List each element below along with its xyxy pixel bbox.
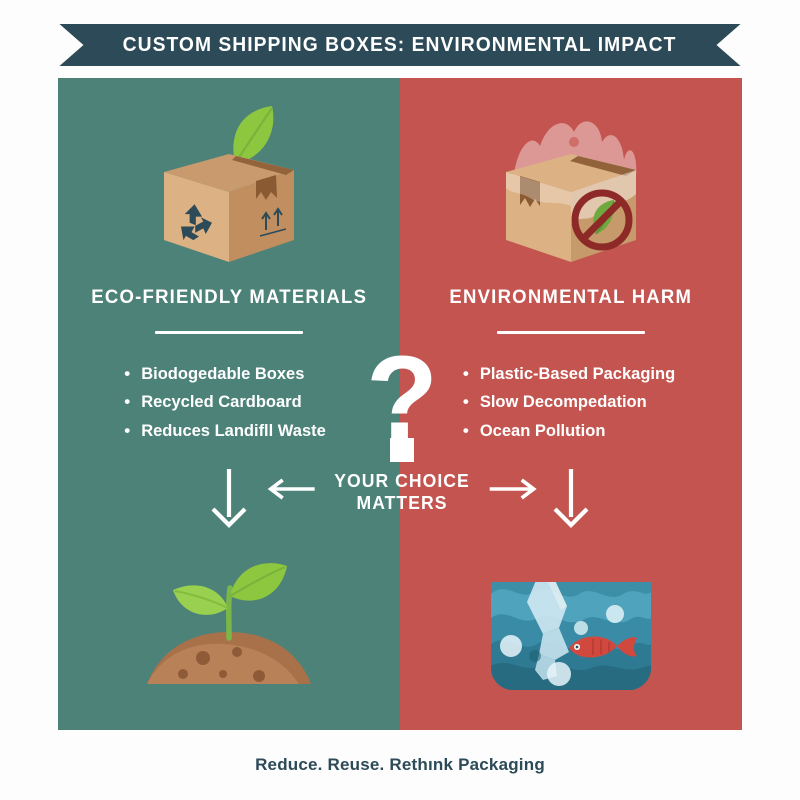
eco-friendly-column: ECO-FRIENDLY MATERIALS Biodogedable Boxe… <box>58 78 400 730</box>
cardboard-box-with-leaf-icon <box>136 100 322 276</box>
list-item: Ocean Pollution <box>463 416 675 446</box>
your-choice-matters-block: YOUR CHOICE MATTERS <box>265 470 540 514</box>
eco-heading-divider <box>155 331 303 334</box>
choice-caption: YOUR CHOICE MATTERS <box>334 470 470 514</box>
harm-effects-list: Plastic-Based Packaging Slow Decompedati… <box>463 359 675 446</box>
ocean-plastic-pollution-icon <box>400 552 742 696</box>
choice-line-2: MATTERS <box>356 491 448 513</box>
title-ribbon: CUSTOM SHIPPING BOXES: ENVIRONMENTAL IMP… <box>59 24 740 66</box>
arrow-left-icon <box>265 476 317 507</box>
comparison-panel: ECO-FRIENDLY MATERIALS Biodogedable Boxe… <box>58 78 742 730</box>
list-item: Biodogedable Boxes <box>124 359 326 389</box>
list-item: Recycled Cardboard <box>124 387 326 417</box>
down-arrow-icon <box>207 465 251 536</box>
environmental-harm-column: ENVIRONMENTAL HARM Plastic-Based Packagi… <box>400 78 742 730</box>
eco-column-heading: ECO-FRIENDLY MATERIALS <box>91 286 367 308</box>
list-item: Plastic-Based Packaging <box>463 359 675 389</box>
choice-line-1: YOUR CHOICE <box>334 470 470 491</box>
harm-column-heading: ENVIRONMENTAL HARM <box>449 286 693 308</box>
eco-benefits-list: Biodogedable Boxes Recycled Cardboard Re… <box>124 359 326 446</box>
footer-tagline: Reduce. Reuse. Rethınk Packaging <box>255 755 545 774</box>
arrow-right-icon <box>487 476 539 507</box>
seedling-in-soil-icon <box>58 552 400 696</box>
down-arrow-icon <box>549 465 593 536</box>
banner-container: CUSTOM SHIPPING BOXES: ENVIRONMENTAL IMP… <box>0 22 800 68</box>
plastic-wrapped-box-no-leaf-icon <box>478 100 664 276</box>
page-title: CUSTOM SHIPPING BOXES: ENVIRONMENTAL IMP… <box>123 33 677 56</box>
list-item: Slow Decompedation <box>463 387 675 417</box>
list-item: Reduces Landifll Waste <box>124 416 326 446</box>
harm-heading-divider <box>497 331 645 334</box>
